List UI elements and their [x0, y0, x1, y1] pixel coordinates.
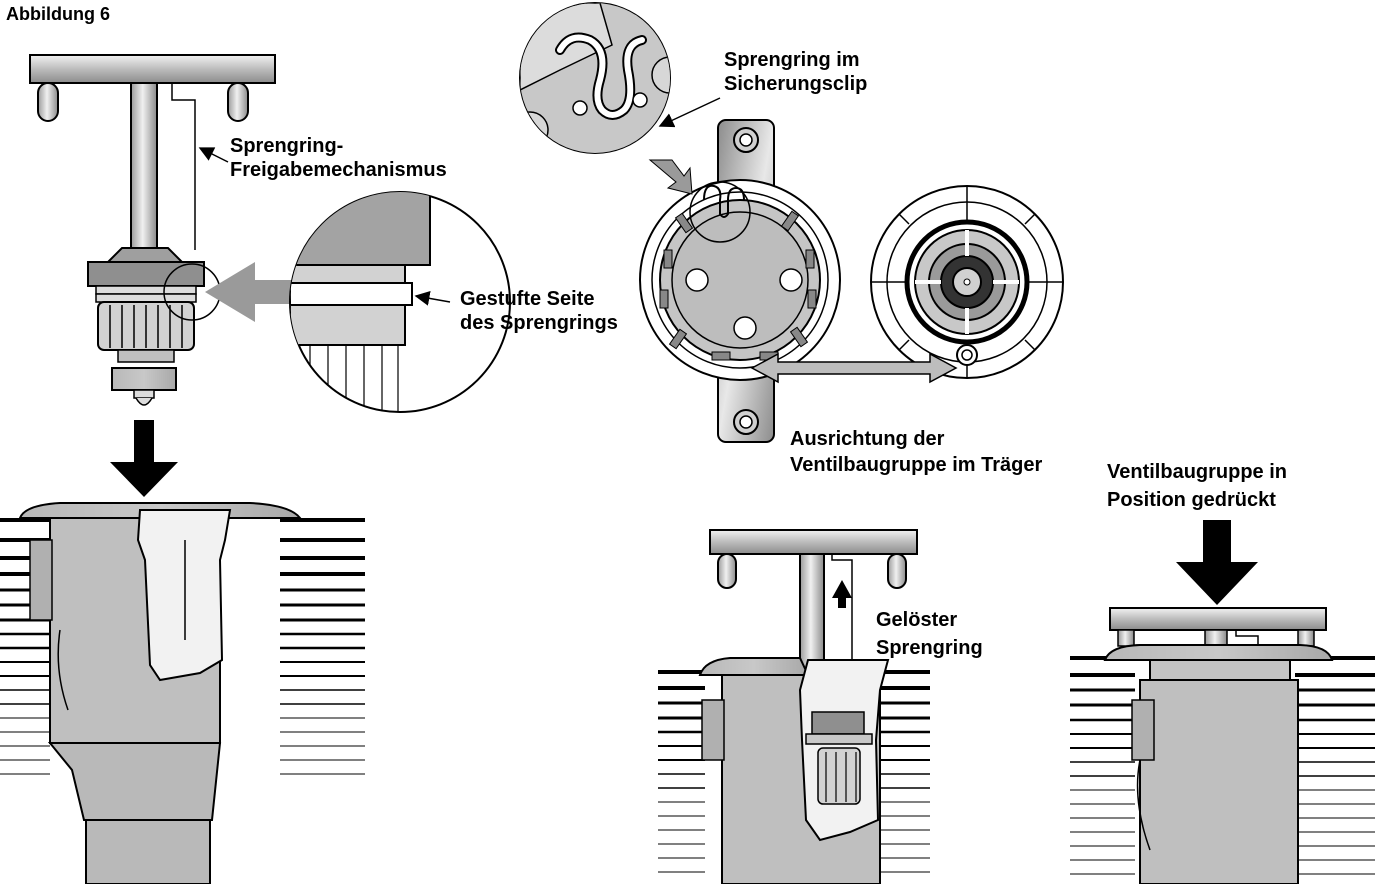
figure-title: Abbildung 6	[6, 4, 110, 24]
svg-text:Position gedrückt: Position gedrückt	[1107, 489, 1276, 511]
svg-text:Ventilbaugruppe in: Ventilbaugruppe in	[1107, 461, 1287, 483]
svg-text:Gestufte Seite: Gestufte Seite	[460, 288, 594, 310]
down-arrow-pressed	[1176, 520, 1258, 605]
clip-pointer-arrow	[648, 159, 693, 195]
label-pressed-in: Ventilbaugruppe in Position gedrückt	[1107, 461, 1287, 511]
label-snap-ring-clip: Sprengring im Sicherungsclip	[658, 49, 867, 128]
svg-text:Sprengring-: Sprengring-	[230, 135, 343, 157]
svg-text:Sicherungsclip: Sicherungsclip	[724, 73, 867, 95]
label-stepped-side: Gestufte Seite des Sprengrings	[414, 288, 618, 334]
label-released-ring: Gelöster Sprengring	[876, 609, 983, 659]
svg-text:Sprengring: Sprengring	[876, 637, 983, 659]
svg-text:Sprengring im: Sprengring im	[724, 49, 860, 71]
upward-arrow	[832, 580, 852, 608]
magnified-clip-detail	[519, 2, 693, 195]
middle-valve-assembly	[658, 529, 930, 884]
svg-text:Ventilbaugruppe im Träger: Ventilbaugruppe im Träger	[790, 454, 1042, 476]
svg-text:des Sprengrings: des Sprengrings	[460, 312, 618, 334]
label-release-mechanism: Sprengring- Freigabemechanismus	[198, 135, 447, 181]
svg-text:Freigabemechanismus: Freigabemechanismus	[230, 159, 447, 181]
alignment-double-arrow	[750, 352, 958, 384]
svg-text:Gelöster: Gelöster	[876, 609, 957, 631]
svg-text:Ausrichtung der: Ausrichtung der	[790, 428, 945, 450]
ground-hatching-left	[0, 518, 365, 775]
left-valve-assembly	[0, 54, 365, 884]
label-alignment: Ausrichtung der Ventilbaugruppe im Träge…	[790, 428, 1042, 476]
top-view-carrier	[639, 119, 1064, 443]
right-valve-assembly	[1070, 520, 1375, 884]
ground-hatching-middle	[658, 670, 930, 873]
callout-arrow-left	[205, 262, 295, 322]
